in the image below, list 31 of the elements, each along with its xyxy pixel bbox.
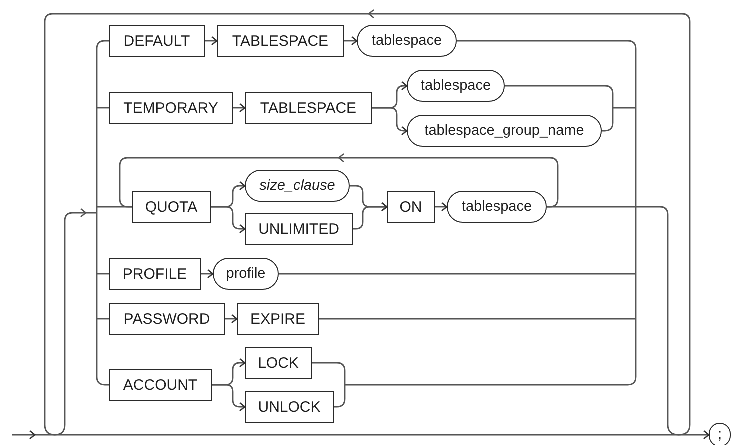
arrow: [212, 384, 246, 412]
arrow: [225, 314, 238, 324]
parameter-pill: size_clause: [245, 170, 350, 202]
arrow: [205, 36, 218, 46]
keyword-box: PROFILE: [109, 258, 201, 290]
keyword-box: ON: [387, 191, 435, 223]
arrow: [12, 430, 709, 440]
arrow: [353, 202, 388, 230]
arrow: [344, 36, 358, 46]
arrow: [233, 103, 246, 113]
parameter-pill: tablespace_group_name: [407, 115, 602, 147]
arrow: [435, 202, 448, 212]
keyword-box: UNLOCK: [245, 391, 334, 423]
keyword-box: TABLESPACE: [217, 25, 344, 57]
keyword-box: EXPIRE: [237, 303, 319, 335]
keyword-box: LOCK: [245, 347, 312, 379]
keyword-box: ACCOUNT: [109, 369, 212, 401]
keyword-box: DEFAULT: [109, 25, 205, 57]
arrow: [372, 107, 408, 136]
keyword-box: UNLIMITED: [245, 213, 353, 245]
keyword-box: TABLESPACE: [245, 92, 372, 124]
keyword-box: PASSWORD: [109, 303, 225, 335]
parameter-pill: tablespace: [407, 70, 505, 102]
parameter-pill: profile: [213, 258, 279, 290]
parameter-pill: tablespace: [357, 25, 457, 57]
parameter-pill: ;: [709, 423, 731, 445]
keyword-box: TEMPORARY: [109, 92, 233, 124]
keyword-box: QUOTA: [132, 191, 211, 223]
parameter-pill: tablespace: [447, 191, 547, 223]
arrow: [201, 269, 214, 279]
arrow: [211, 206, 246, 234]
